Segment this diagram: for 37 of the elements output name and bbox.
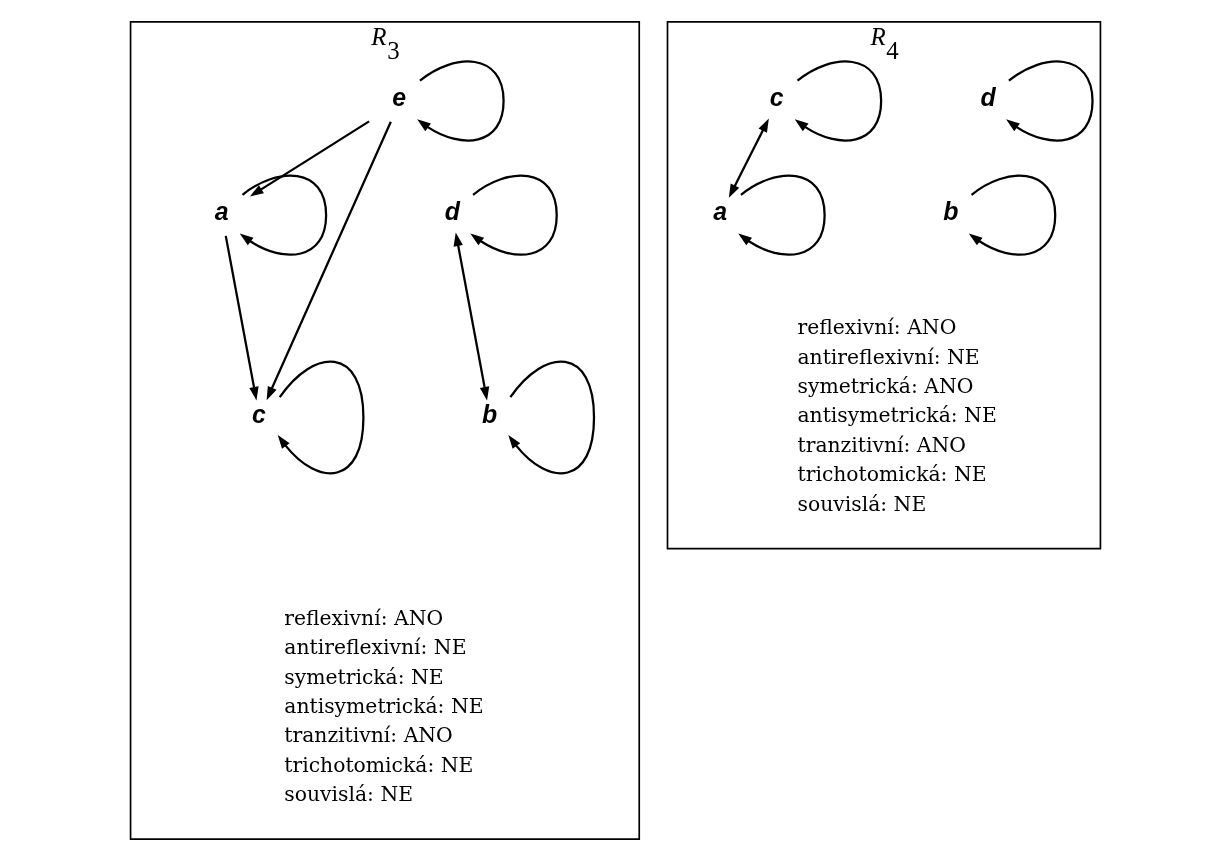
arrow	[507, 360, 595, 475]
node-text: b	[942, 197, 958, 226]
label: antireflexivní: NE	[283, 635, 466, 660]
arrow	[249, 120, 370, 197]
node-text: a	[214, 197, 229, 226]
label: reflexivní: ANO	[283, 605, 443, 630]
label: souvislá: NE	[283, 782, 413, 807]
arrow	[737, 174, 826, 256]
label: tranzitivní: ANO	[283, 723, 453, 748]
node-text: e	[391, 83, 406, 112]
arrow	[416, 60, 505, 142]
label: trichotomická: NE	[796, 462, 987, 487]
node-text: d	[980, 83, 996, 112]
label: trichotomická: NE	[283, 752, 473, 777]
node-text: d	[444, 197, 460, 226]
arrow	[239, 174, 327, 256]
node-text: c	[769, 83, 784, 112]
arrow	[794, 60, 882, 142]
label: symetrická: NE	[283, 664, 444, 689]
arrow	[266, 121, 392, 401]
node-text: a	[712, 197, 727, 226]
arrow	[453, 232, 489, 401]
arrow	[968, 174, 1056, 256]
label: antireflexivní: NE	[796, 344, 980, 369]
label: symetrická: ANO	[796, 374, 973, 399]
label: antisymetrická: NE	[796, 403, 997, 428]
arrow	[1005, 60, 1094, 142]
label: antisymetrická: NE	[283, 693, 484, 718]
arrow	[224, 235, 259, 401]
arrow	[728, 118, 769, 198]
node-text: c	[251, 399, 266, 428]
node-text: b	[481, 399, 497, 428]
label: souvislá: NE	[796, 491, 926, 516]
label: tranzitivní: ANO	[796, 432, 966, 457]
arrow	[469, 174, 558, 256]
label: reflexivní: ANO	[796, 315, 956, 340]
arrow	[277, 360, 365, 475]
